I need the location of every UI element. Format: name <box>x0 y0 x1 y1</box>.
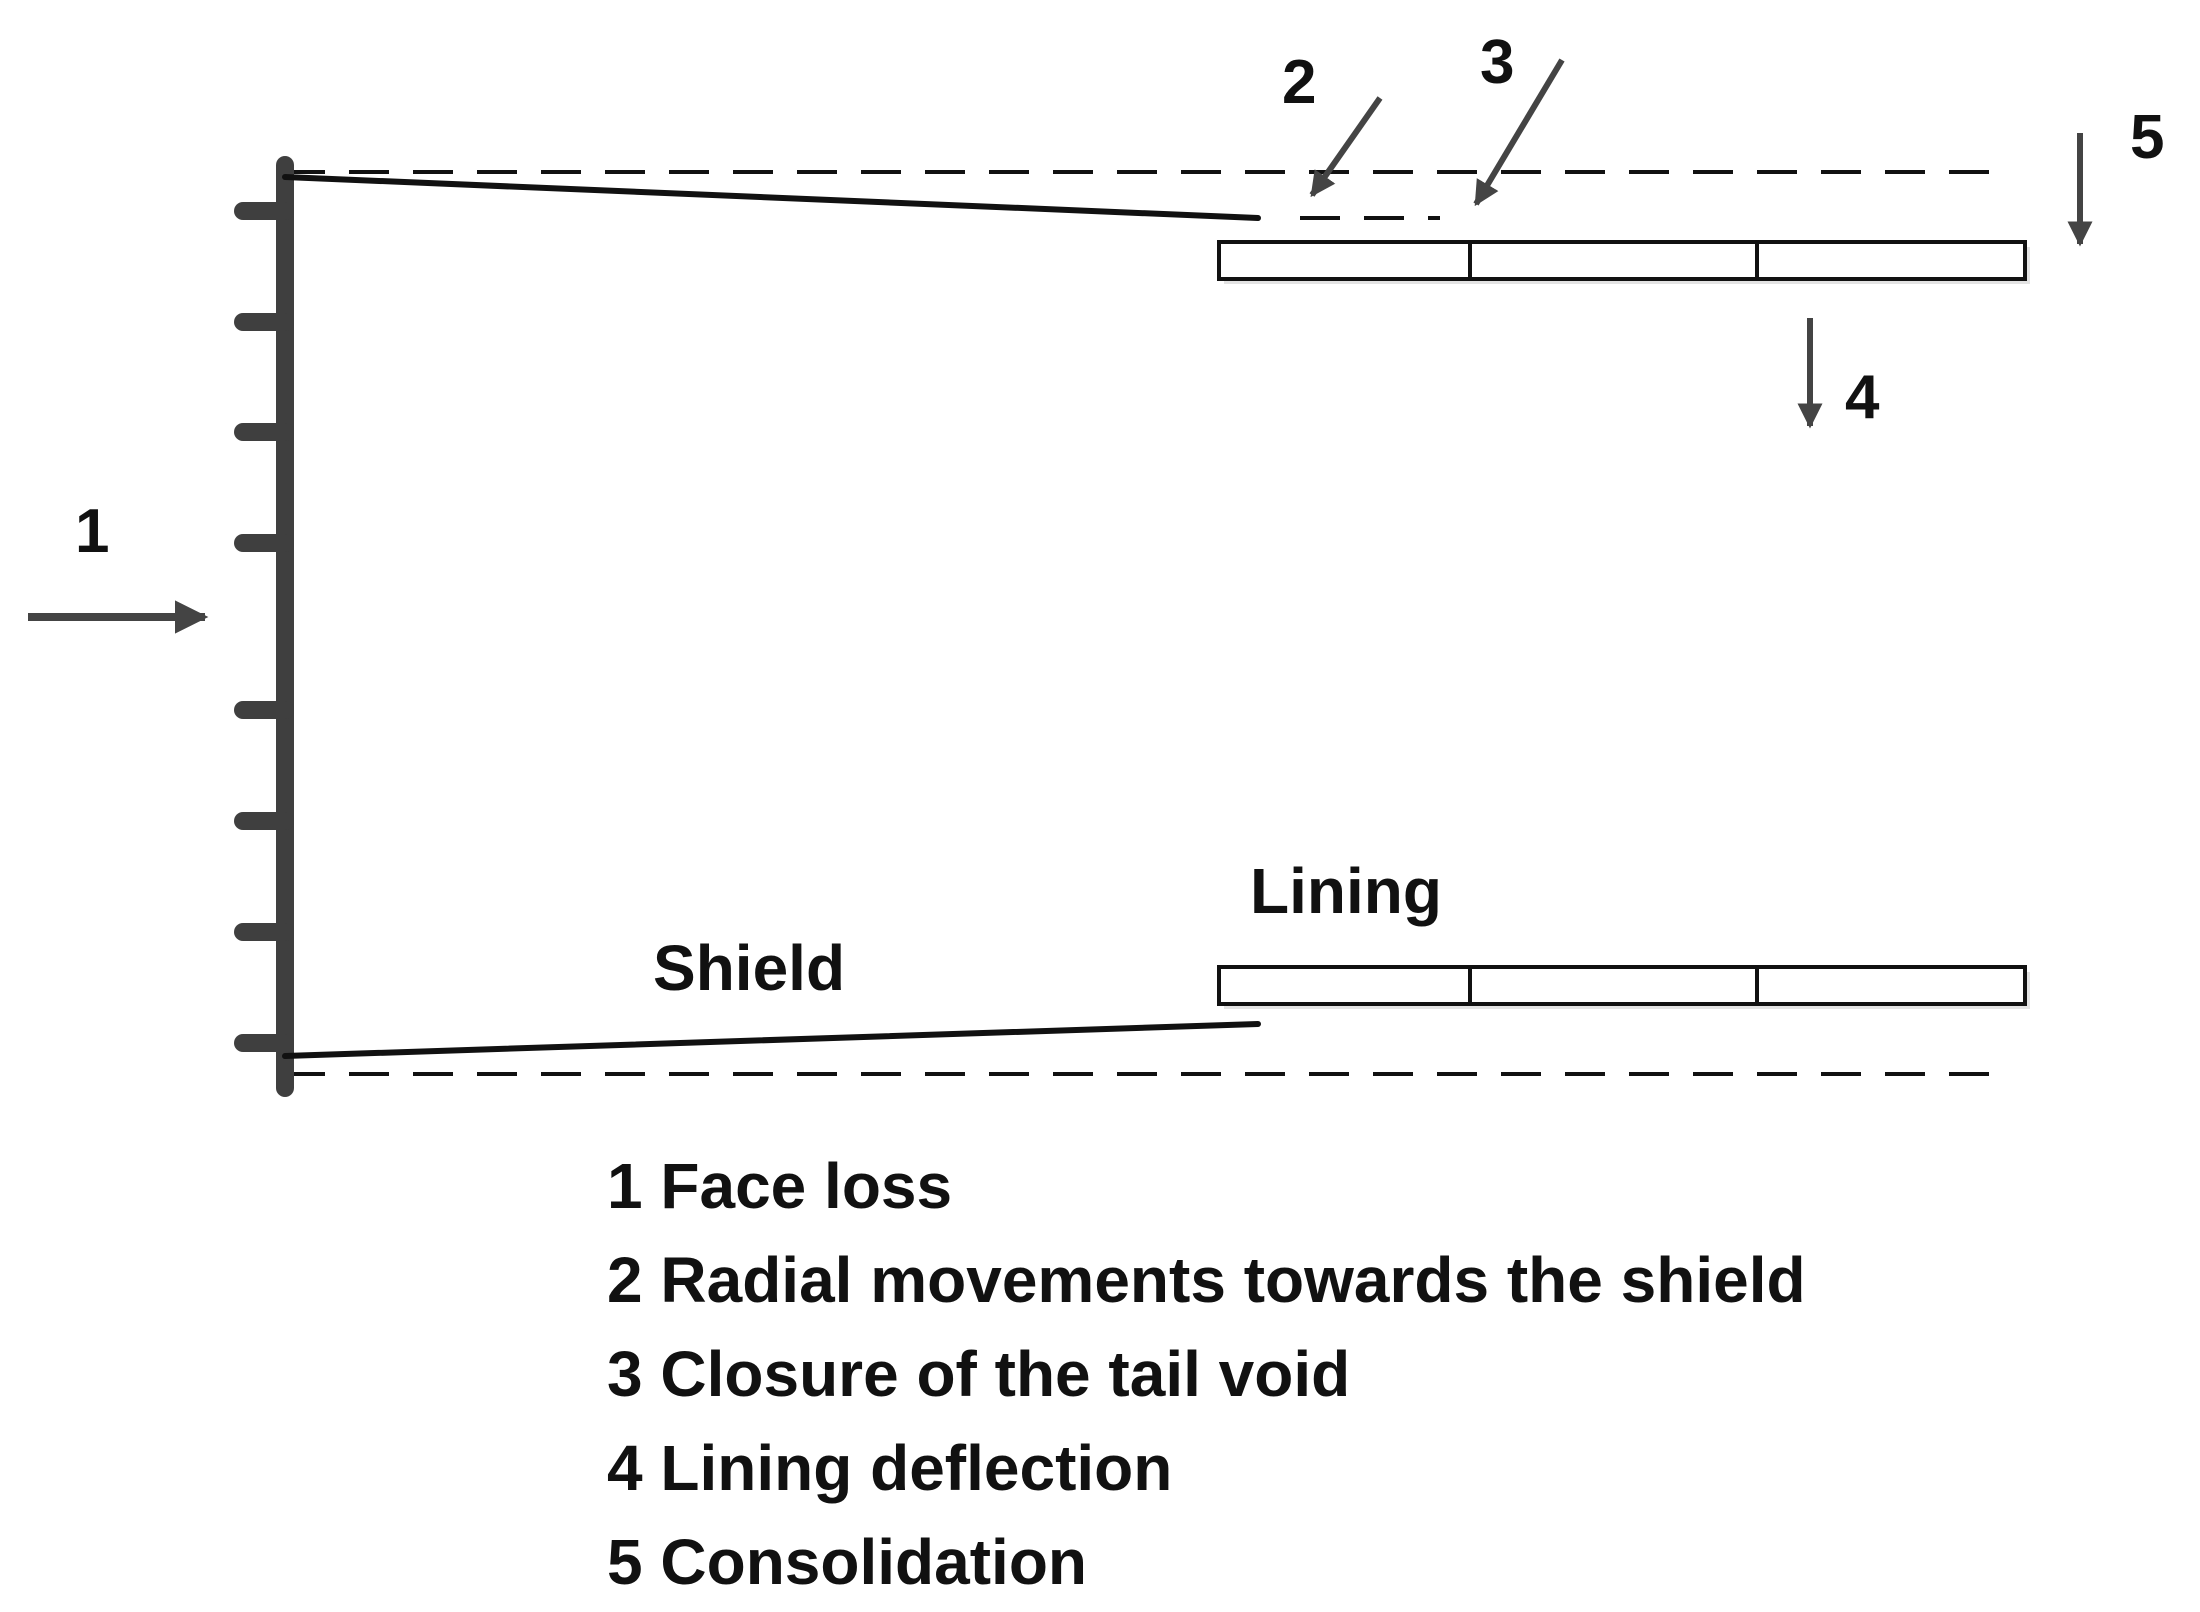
shield-label: Shield <box>653 932 845 1004</box>
legend-item-2: 2 Radial movements towards the shield <box>607 1244 1806 1316</box>
label-2: 2 <box>1282 48 1316 117</box>
legend-item-4: 4 Lining deflection <box>607 1432 1172 1504</box>
lining-bottom <box>1217 965 2030 1009</box>
label-4: 4 <box>1845 363 1880 432</box>
shield-top-line <box>282 174 1261 221</box>
label-5: 5 <box>2130 103 2164 172</box>
lining-label: Lining <box>1250 855 1442 927</box>
label-1: 1 <box>75 497 109 566</box>
legend-item-5: 5 Consolidation <box>607 1526 1087 1598</box>
legend: 1 Face loss 2 Radial movements towards t… <box>607 1150 1806 1598</box>
label-3: 3 <box>1480 28 1514 97</box>
shield-bottom-line <box>282 1021 1261 1059</box>
tunnel-face <box>234 156 294 1097</box>
legend-item-1: 1 Face loss <box>607 1150 952 1222</box>
legend-item-3: 3 Closure of the tail void <box>607 1338 1350 1410</box>
lining-top <box>1217 240 2030 284</box>
arrow-3-tail-void-closure <box>1473 58 1565 207</box>
arrow-2-radial-movement <box>1309 96 1383 198</box>
